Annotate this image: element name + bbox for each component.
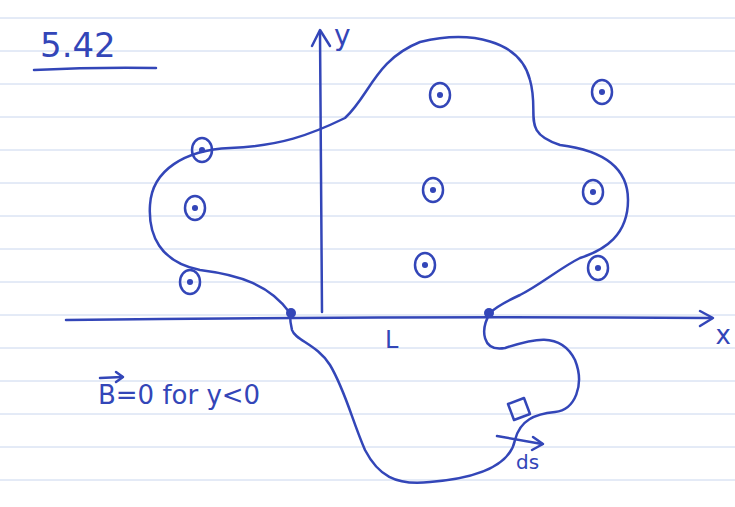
endpoint-dot xyxy=(484,308,494,318)
field-dot xyxy=(431,188,435,192)
y-axis xyxy=(320,32,322,312)
loop-lower xyxy=(290,313,579,483)
axis-label: x xyxy=(716,322,731,348)
axis-label: y xyxy=(334,22,351,50)
y-axis-arrow xyxy=(312,30,330,46)
field-out-symbol xyxy=(415,253,435,277)
field-dot xyxy=(188,280,192,284)
element-label: ds xyxy=(516,452,539,472)
field-out-symbol xyxy=(185,196,205,220)
vector-arrow xyxy=(100,377,122,378)
underline xyxy=(34,68,156,70)
field-out-symbol xyxy=(592,80,612,104)
ruled-line xyxy=(0,216,735,217)
field-dot xyxy=(600,90,604,94)
ruled-line xyxy=(0,447,735,448)
ds-element xyxy=(508,398,530,420)
x-axis xyxy=(66,317,712,320)
length-label: L xyxy=(385,328,398,352)
field-out-symbols xyxy=(180,80,612,294)
field-out-symbol xyxy=(180,270,200,294)
ruled-line xyxy=(0,249,735,250)
loop-upper xyxy=(150,37,628,313)
ruled-line xyxy=(0,348,735,349)
ruled-line xyxy=(0,84,735,85)
ruled-line xyxy=(0,414,735,415)
ruled-line xyxy=(0,480,735,481)
endpoint-dot xyxy=(286,308,296,318)
ruled-line xyxy=(0,150,735,151)
ds-arrowhead xyxy=(532,437,543,450)
field-out-symbol xyxy=(423,178,443,202)
ruled-line xyxy=(0,315,735,316)
field-out-symbol xyxy=(583,180,603,204)
ruled-line xyxy=(0,282,735,283)
field-dot xyxy=(193,206,197,210)
field-dot xyxy=(591,190,595,194)
field-note: B=0 for y<0 xyxy=(98,382,260,408)
field-dot xyxy=(200,148,204,152)
field-out-symbol xyxy=(430,83,450,107)
field-out-symbol xyxy=(588,256,608,280)
field-dot xyxy=(423,263,427,267)
vector-arrowhead xyxy=(116,372,123,382)
ruled-line xyxy=(0,117,735,118)
problem-number: 5.42 xyxy=(40,28,116,62)
field-dot xyxy=(596,266,600,270)
field-out-symbol xyxy=(192,138,212,162)
ruled-line xyxy=(0,18,735,19)
field-dot xyxy=(438,93,442,97)
x-axis-arrow xyxy=(700,311,713,326)
